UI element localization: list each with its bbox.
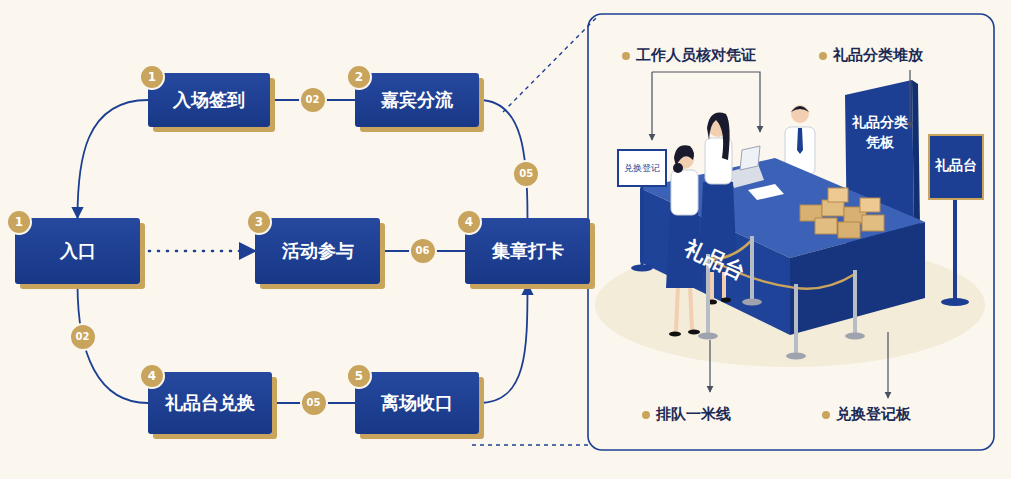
sign-text: 兑换登记: [619, 162, 665, 175]
staff-tie: [797, 128, 803, 154]
zoom-line: [503, 16, 598, 112]
box-label: 入口: [15, 218, 140, 284]
edge-number: 06: [409, 237, 437, 265]
callout-text: 礼品分类堆放: [833, 46, 923, 65]
zoom-line: [472, 444, 588, 445]
box-label: 嘉宾分流: [355, 73, 479, 127]
sign-post: [641, 186, 644, 266]
step-badge: 1: [139, 64, 165, 90]
edge-number: 02: [69, 323, 97, 351]
step-badge: 4: [456, 209, 482, 235]
small-sign: [618, 150, 666, 186]
callout-text: 排队一米线: [656, 405, 731, 424]
process-box: 3活动参与: [255, 218, 380, 284]
callout-dot: [819, 52, 827, 60]
process-box: 5离场收口: [355, 372, 479, 434]
callout-dot: [822, 411, 830, 419]
step-badge: 2: [346, 64, 372, 90]
process-box: 1入场签到: [148, 73, 270, 127]
flow-connector: [78, 100, 149, 218]
step-badge: 4: [139, 363, 165, 389]
process-box: 2嘉宾分流: [355, 73, 479, 127]
zoom-panel: [588, 14, 994, 450]
gift-boxes: [800, 188, 884, 238]
callout-dot: [642, 411, 650, 419]
desk-end: [790, 222, 925, 335]
box-label: 活动参与: [255, 218, 380, 284]
paper: [748, 184, 784, 200]
step-badge: 5: [346, 363, 372, 389]
box-label: 礼品台兑换: [148, 372, 272, 434]
staff-head: [791, 105, 809, 123]
process-box: 1入口: [15, 218, 140, 284]
box-label: 离场收口: [355, 372, 479, 434]
flow-connector: [479, 100, 528, 218]
sign-text: 礼品台: [930, 157, 982, 175]
edge-number: 05: [512, 160, 540, 188]
process-box: 4礼品台兑换: [148, 372, 272, 434]
box-label: 集章打卡: [465, 218, 590, 284]
step-badge: 3: [246, 209, 272, 235]
sign-base: [941, 298, 969, 306]
callout-text: 工作人员核对凭证: [636, 46, 756, 65]
flow-connector: [140, 250, 255, 253]
sign-base: [631, 265, 653, 272]
edge-number: 05: [300, 389, 328, 417]
callout-text: 兑换登记板: [836, 405, 911, 424]
process-box: 4集章打卡: [465, 218, 590, 284]
callout-dot: [622, 52, 630, 60]
board-text: 礼品分类 凭板: [848, 112, 912, 152]
box-label: 入场签到: [148, 73, 270, 127]
staff-hair: [791, 106, 809, 112]
desk-sign: [929, 135, 983, 199]
step-badge: 1: [6, 209, 32, 235]
laptop-screen: [740, 146, 760, 170]
flow-connector: [479, 284, 528, 403]
edge-number: 02: [299, 86, 327, 114]
sign-post: [953, 198, 957, 300]
